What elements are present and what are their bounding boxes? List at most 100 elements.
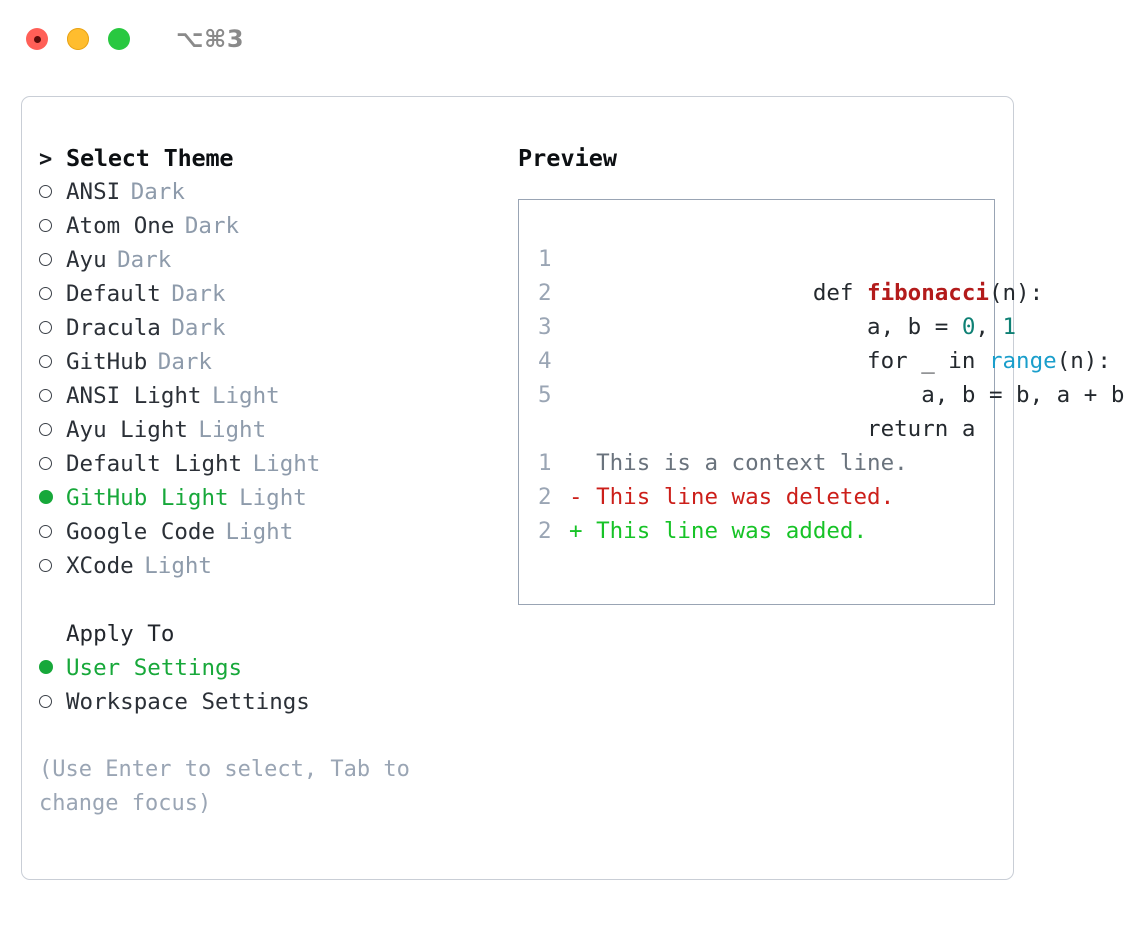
apply-to-item-user-settings[interactable]: User Settings <box>39 651 501 685</box>
radio-off-icon[interactable] <box>39 516 66 550</box>
diff-line-added: 2 + This line was added. <box>538 514 994 548</box>
theme-item-ansi[interactable]: ANSI Dark <box>39 175 501 209</box>
main-panel: > Select Theme ANSI Dark Ato <box>21 96 1124 880</box>
theme-variant-badge: Light <box>239 485 307 511</box>
code-token: , <box>975 314 1003 340</box>
traffic-light-group <box>26 28 130 50</box>
line-number: 4 <box>538 348 552 374</box>
theme-list-header: > Select Theme <box>39 141 501 175</box>
code-line: 2 a, b = 0, 1 <box>538 276 1016 340</box>
theme-list-title: Select Theme <box>66 144 234 172</box>
line-number: 1 <box>538 246 552 272</box>
caret-icon: > <box>39 147 53 172</box>
theme-list: ANSI Dark Atom One Dark Ayu <box>39 175 501 583</box>
line-number: 3 <box>538 314 552 340</box>
preview-box: 1 def fibonacci(n): 2 a, b = 0, 1 <box>518 199 1124 605</box>
preview-title: Preview <box>518 144 618 172</box>
radio-off-icon[interactable] <box>39 210 66 244</box>
code-token: return a <box>812 416 976 442</box>
theme-selection-column: > Select Theme ANSI Dark Ato <box>39 141 501 821</box>
line-number: 2 <box>538 484 552 510</box>
apply-to-label: User Settings <box>66 655 243 681</box>
title-bar: ⌥⌘3 <box>0 0 1140 78</box>
radio-off-icon[interactable] <box>39 686 66 720</box>
keyboard-hint-text: (Use Enter to select, Tab to change focu… <box>39 757 410 816</box>
theme-item-github-light[interactable]: GitHub Light Light <box>39 481 501 515</box>
code-token: def <box>812 280 868 306</box>
zoom-button[interactable] <box>108 28 130 50</box>
list-spacer <box>39 583 501 617</box>
code-line: 4 a, b = b, a + b <box>538 344 1124 408</box>
code-token-call: range <box>988 348 1057 374</box>
theme-variant-badge: Light <box>198 417 267 443</box>
code-token: a, b = b, a + b <box>812 382 1125 408</box>
radio-off-icon[interactable] <box>39 380 66 414</box>
diff-line-context: 1 This is a context line. <box>538 446 994 480</box>
code-token-function: fibonacci <box>867 280 989 306</box>
theme-name: Default Light <box>66 451 243 477</box>
theme-variant-badge: Light <box>225 519 294 545</box>
radio-off-icon[interactable] <box>39 312 66 346</box>
code-line: 5 return a <box>538 378 994 442</box>
radio-off-icon[interactable] <box>39 176 66 210</box>
theme-item-default-light[interactable]: Default Light Light <box>39 447 501 481</box>
header-indent <box>39 618 66 652</box>
theme-variant-badge: Dark <box>184 213 240 239</box>
theme-item-ayu-light[interactable]: Ayu Light Light <box>39 413 501 447</box>
theme-name: Dracula <box>66 315 161 341</box>
line-number: 1 <box>538 450 552 476</box>
radio-off-icon[interactable] <box>39 244 66 278</box>
theme-item-xcode[interactable]: XCode Light <box>39 549 501 583</box>
apply-to-list: User Settings Workspace Settings <box>39 651 501 719</box>
code-line: 1 def fibonacci(n): <box>538 242 1043 306</box>
theme-variant-badge: Light <box>211 383 280 409</box>
code-token: for _ in <box>812 348 989 374</box>
theme-name: ANSI Light <box>66 383 202 409</box>
theme-name: GitHub Light <box>66 485 229 511</box>
radio-off-icon[interactable] <box>39 278 66 312</box>
theme-name: Ayu Light <box>66 417 188 443</box>
diff-prefix <box>569 450 596 476</box>
diff-text: This line was added. <box>596 518 868 544</box>
apply-to-label: Workspace Settings <box>66 689 310 715</box>
diff-sample: 1 This is a context line. 2 - This line … <box>538 446 994 548</box>
code-token-number: 1 <box>1002 314 1017 340</box>
radio-on-icon[interactable] <box>39 652 66 686</box>
theme-variant-badge: Dark <box>171 281 226 307</box>
minimize-button[interactable] <box>67 28 89 50</box>
code-token-number: 0 <box>961 314 976 340</box>
keyboard-shortcut-label: ⌥⌘3 <box>176 25 245 53</box>
diff-text: This is a context line. <box>596 450 908 476</box>
code-line: 3 for _ in range(n): <box>538 310 1111 374</box>
theme-variant-badge: Dark <box>171 315 226 341</box>
theme-item-dracula[interactable]: Dracula Dark <box>39 311 501 345</box>
radio-off-icon[interactable] <box>39 550 66 584</box>
apply-to-item-workspace-settings[interactable]: Workspace Settings <box>39 685 501 719</box>
theme-name: ANSI <box>66 179 121 205</box>
preview-column: Preview 1 def fibonacci(n): 2 <box>501 141 1124 605</box>
radio-on-icon[interactable] <box>39 482 66 516</box>
theme-variant-badge: Dark <box>130 179 185 205</box>
diff-prefix: + <box>569 518 597 544</box>
code-token: (n): <box>1056 348 1111 374</box>
apply-to-header: Apply To <box>39 617 501 651</box>
theme-variant-badge: Light <box>144 553 212 579</box>
line-number: 2 <box>538 280 552 306</box>
theme-item-github[interactable]: GitHub Dark <box>39 345 501 379</box>
theme-item-atom-one[interactable]: Atom One Dark <box>39 209 501 243</box>
close-button[interactable] <box>26 28 48 50</box>
theme-variant-badge: Dark <box>157 349 212 375</box>
line-number: 2 <box>538 518 552 544</box>
line-number: 5 <box>538 382 552 408</box>
theme-item-ansi-light[interactable]: ANSI Light Light <box>39 379 501 413</box>
theme-item-default[interactable]: Default Dark <box>39 277 501 311</box>
radio-off-icon[interactable] <box>39 414 66 448</box>
theme-item-google-code[interactable]: Google Code Light <box>39 515 501 549</box>
apply-to-title: Apply To <box>66 621 175 647</box>
code-token: a, b = <box>812 314 962 340</box>
theme-item-ayu[interactable]: Ayu Dark <box>39 243 501 277</box>
radio-off-icon[interactable] <box>39 448 66 482</box>
radio-off-icon[interactable] <box>39 346 66 380</box>
diff-line-deleted: 2 - This line was deleted. <box>538 480 994 514</box>
